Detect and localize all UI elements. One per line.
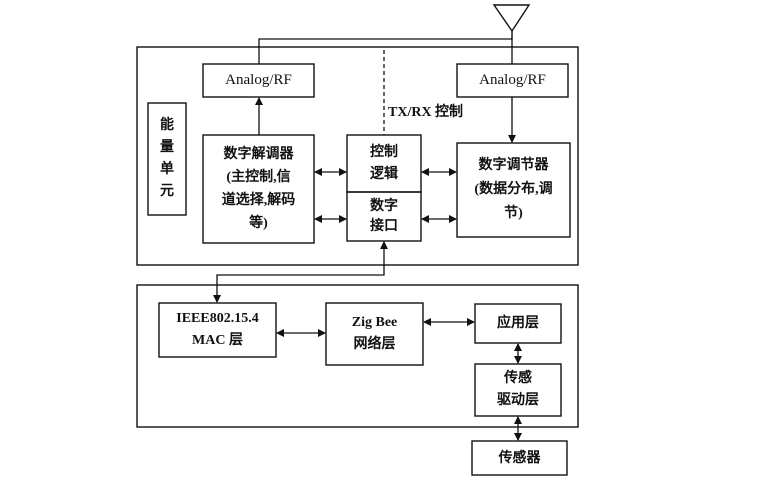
digital-demodulator-label: 数字解调器 (主控制,信 道选择,解码 等) — [221, 147, 296, 231]
zigbee-network-label: Zig Bee 网络层 — [351, 315, 398, 352]
digital-modulator-box — [456, 142, 571, 238]
sensor-label: 传感器 — [498, 450, 541, 466]
ieee-mac-label: IEEE802.15.4 MAC 层 — [176, 311, 259, 348]
sensor-box — [471, 440, 568, 476]
analog-rf-left-label: Analog/RF — [225, 72, 292, 88]
antenna-to-rx-line — [258, 36, 513, 64]
antenna-icon — [492, 4, 531, 36]
energy-unit-label: 能 量 单 元 — [160, 118, 174, 199]
application-layer-label: 应用层 — [497, 316, 539, 331]
control-logic-label: 控制 逻辑 — [370, 144, 398, 182]
zigbee-network-box — [325, 302, 424, 366]
sensor-driver-layer-label: 传感 驱动层 — [497, 371, 539, 408]
interface-to-mac-arrow — [213, 241, 388, 303]
energy-unit-box — [147, 102, 187, 216]
digital-interface-label: 数字 接口 — [370, 198, 398, 234]
digital-modulator-label: 数字调节器 (数据分布,调 节) — [474, 158, 553, 221]
analog-rf-right-label: Analog/RF — [479, 72, 546, 88]
txrx-control-label: TX/RX 控制 — [388, 104, 464, 120]
